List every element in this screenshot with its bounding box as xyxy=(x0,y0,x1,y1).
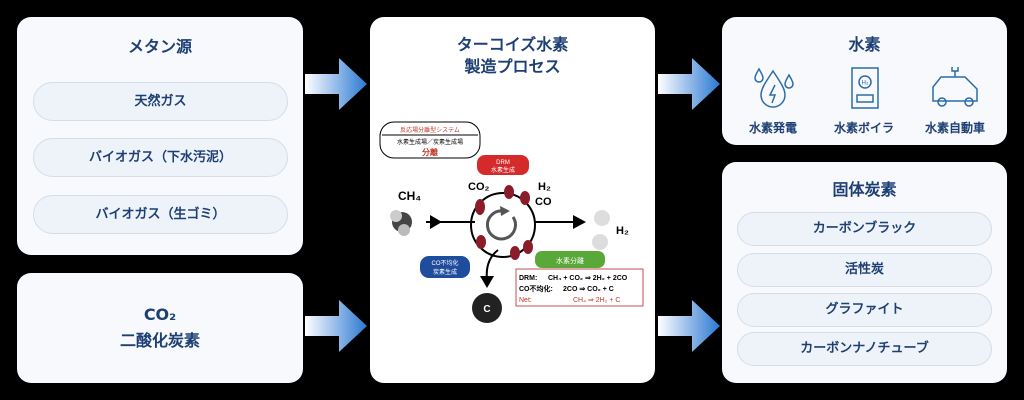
process-diagram: 反応場分離型システム 水素生成場／炭素生成場 分離 DRM 水素生成 CH₄ C… xyxy=(379,121,644,323)
co2-card: CO₂ 二酸化炭素 xyxy=(17,273,303,383)
process-card: ターコイズ水素 製造プロセス 反応場分離型システム 水素生成場／炭素生成場 分離… xyxy=(370,17,655,383)
h2-label: H₂ xyxy=(538,181,551,193)
carbon-label: C xyxy=(483,304,490,315)
process-title-line2: 製造プロセス xyxy=(464,57,561,76)
hydrogen-car-item: 水素自動車 xyxy=(915,65,995,136)
methane-source-title: メタン源 xyxy=(127,37,192,56)
hydrogen-car-label: 水素自動車 xyxy=(924,121,985,135)
carbon-item-graphite: グラファイト xyxy=(737,293,992,327)
arrow-right-icon xyxy=(305,58,367,110)
system-sub: 水素生成場／炭素生成場 xyxy=(397,138,463,146)
hydrogen-title: 水素 xyxy=(848,35,881,54)
process-title-line1: ターコイズ水素 xyxy=(456,35,569,54)
system-separation: 分離 xyxy=(422,147,438,157)
methane-item-natural-gas: 天然ガス xyxy=(33,82,288,121)
methane-source-card: メタン源 天然ガス バイオガス（下水汚泥） バイオガス（生ゴミ） xyxy=(17,17,303,255)
carbon-item-activated-carbon: 活性炭 xyxy=(737,253,992,287)
co-disproportionation-label: CO不均化 xyxy=(431,259,458,267)
solid-carbon-card: 固体炭素 カーボンブラック 活性炭 グラファイト カーボンナノチューブ xyxy=(722,162,1007,383)
co2-name: 二酸化炭素 xyxy=(119,331,200,350)
eq1-name: DRM: xyxy=(519,275,537,282)
eq3: CH₄ ⇒ 2H₂ + C xyxy=(573,297,620,304)
hydrogen-boiler-item: H₂ 水素ボイラ xyxy=(824,65,904,136)
arrow-right-icon xyxy=(658,58,720,110)
hydrogen-power-item: 水素発電 xyxy=(733,65,813,136)
methane-item-biogas-food: バイオガス（生ゴミ） xyxy=(33,195,288,234)
drm-label: DRM xyxy=(496,160,510,166)
eq2: 2CO ⇒ CO₂ + C xyxy=(563,286,614,293)
eq1: CH₄ + CO₂ ⇒ 2H₂ + 2CO xyxy=(548,275,628,282)
solid-carbon-title: 固体炭素 xyxy=(832,180,897,199)
co2-label: CO₂ xyxy=(468,181,490,193)
system-label: 反応場分離型システム xyxy=(400,126,460,134)
co2-formula: CO₂ xyxy=(143,305,177,324)
hydrogen-car-icon xyxy=(932,67,978,107)
drm-sublabel: 水素生成 xyxy=(491,166,515,174)
arrow-right-icon xyxy=(658,300,720,352)
eq3-name: Net: xyxy=(519,297,532,304)
carbon-item-carbon-nanotube: カーボンナノチューブ xyxy=(737,332,992,366)
methane-item-biogas-sludge: バイオガス（下水汚泥） xyxy=(33,138,288,177)
h2-separation-label: 水素分離 xyxy=(556,256,584,265)
carbon-item-carbon-black: カーボンブラック xyxy=(737,212,992,246)
hydrogen-boiler-label: 水素ボイラ xyxy=(833,121,894,135)
arrow-right-icon xyxy=(305,300,367,352)
svg-text:H₂: H₂ xyxy=(862,80,870,87)
hydrogen-power-label: 水素発電 xyxy=(748,121,797,135)
water-drop-lightning-icon xyxy=(754,67,794,108)
co-label: CO xyxy=(535,196,552,208)
h2-output-label: H₂ xyxy=(616,225,629,237)
eq2-name: CO不均化: xyxy=(519,284,553,293)
hydrogen-card: 水素 水素発電 H₂ 水素ボイラ 水素自動車 xyxy=(722,17,1007,145)
ch4-label: CH₄ xyxy=(398,189,421,203)
carbon-generation-label: 炭素生成 xyxy=(433,268,457,276)
h2-boiler-icon: H₂ xyxy=(851,67,879,109)
